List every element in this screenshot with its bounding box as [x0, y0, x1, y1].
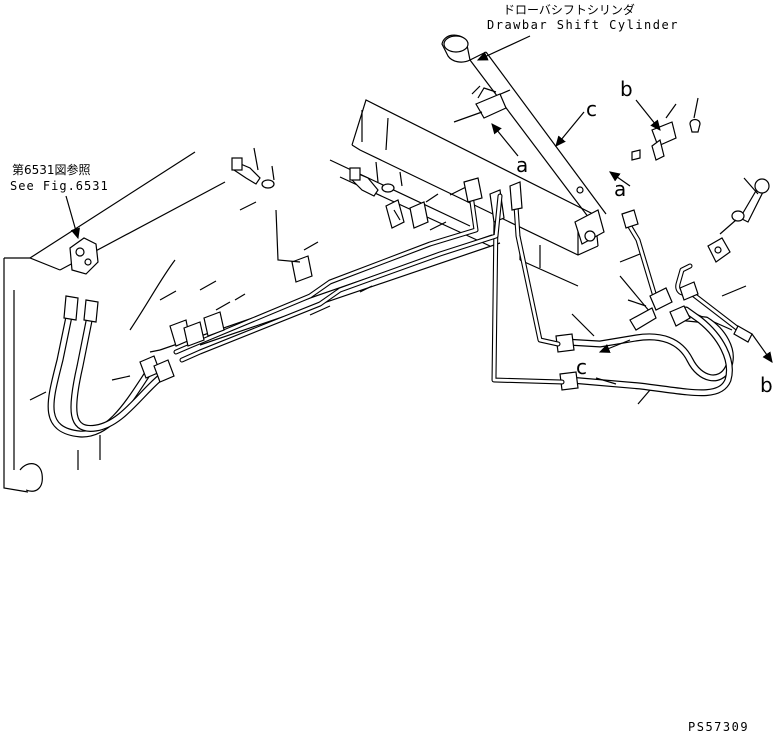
pipe-clamps	[215, 193, 439, 311]
bolt-right	[707, 177, 770, 263]
title-english: Drawbar Shift Cylinder	[487, 18, 679, 32]
cylinder-clamp	[453, 85, 507, 123]
hoses-right	[555, 305, 734, 405]
callout-a-upper: a	[516, 153, 528, 177]
callout-c-upper: c	[586, 97, 597, 121]
pipe-routing-right	[619, 209, 753, 343]
drawing-number: PS57309	[688, 720, 749, 734]
callout-b-upper: b	[620, 77, 633, 101]
callout-b-right: b	[760, 373, 773, 397]
bolts-frame	[231, 147, 403, 197]
hoses-left	[47, 295, 175, 438]
drawbar-shift-cylinder	[441, 34, 607, 245]
left-bracket	[69, 237, 99, 275]
reference-japanese: 第6531図参照	[12, 162, 91, 177]
reference-english: See Fig.6531	[10, 179, 109, 193]
pipes-long	[169, 177, 503, 363]
callout-a-right: a	[614, 177, 626, 201]
callout-c-lower: c	[576, 355, 587, 379]
arrow-icon	[65, 35, 773, 363]
title-japanese: ドローバシフトシリンダ	[503, 2, 635, 17]
